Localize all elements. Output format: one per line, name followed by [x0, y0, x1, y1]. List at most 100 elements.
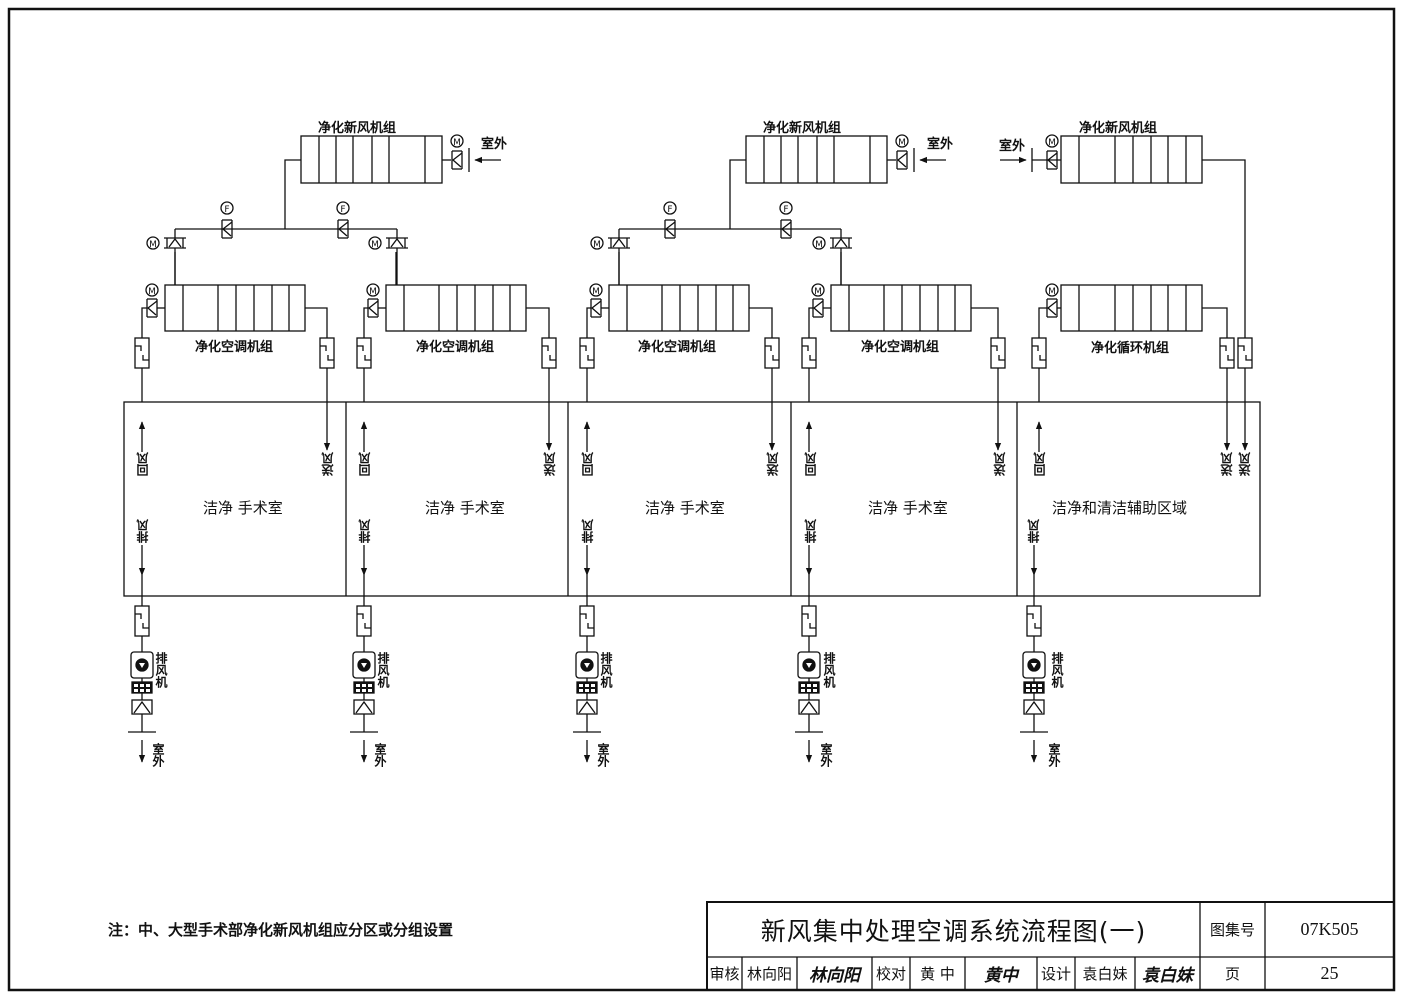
check-label: 校对 — [875, 965, 906, 983]
exhaust-fan-label: 排风机 — [599, 652, 613, 688]
flow-damper-icon — [664, 219, 676, 239]
svg-text:M: M — [592, 287, 600, 297]
exhaust-filter-icon — [1026, 605, 1042, 637]
exhaust-fan-icon — [797, 651, 821, 679]
review-label: 审核 — [709, 965, 740, 983]
duct-line — [729, 159, 746, 229]
exhaust-fan-icon — [575, 651, 599, 679]
motor-actuator-icon: M — [146, 236, 160, 250]
motor-actuator-icon: M — [589, 283, 603, 297]
svg-text:M: M — [148, 287, 156, 297]
duct-line — [284, 159, 301, 229]
duct-line — [1038, 307, 1047, 338]
ahu-unit — [608, 284, 750, 332]
motor-actuator-icon: M — [368, 236, 382, 250]
ahu-unit — [385, 284, 527, 332]
supply-air-label: 送风 — [993, 452, 1007, 476]
exhaust-air-label: 排风 — [358, 519, 372, 543]
ahu-label: 净化空调机组 — [861, 340, 940, 355]
return-damper-icon — [367, 298, 379, 318]
svg-text:M: M — [1048, 287, 1056, 297]
exhaust-fan-label: 排风机 — [154, 652, 168, 688]
duct-line — [749, 307, 773, 338]
duct-line — [363, 307, 368, 338]
recirculation-unit — [1060, 284, 1203, 332]
fresh-air-unit-label: 净化新风机组 — [318, 121, 397, 136]
room-label: 洁净 手术室 — [425, 499, 505, 517]
svg-text:F: F — [340, 205, 345, 215]
supply-filter-icon — [541, 337, 557, 369]
drawing-frame — [7, 7, 1396, 992]
return-filter-icon — [356, 337, 372, 369]
svg-text:M: M — [814, 287, 822, 297]
outdoor-exhaust-label: 室外 — [151, 743, 165, 767]
svg-text:M: M — [593, 240, 601, 250]
outdoor-label: 室外 — [999, 139, 1026, 154]
intake-damper-icon — [1046, 150, 1058, 170]
recirc-unit-label: 净化循环机组 — [1091, 341, 1170, 356]
supply-filter-icon — [1237, 337, 1253, 369]
exhaust-chain — [797, 651, 821, 715]
designer-signature: 袁白妹 — [1142, 966, 1193, 986]
exhaust-fan-label: 排风机 — [376, 652, 390, 688]
check-damper-icon — [353, 699, 375, 715]
room-label: 洁净和清洁辅助区域 — [1052, 499, 1188, 517]
exhaust-chain — [1022, 651, 1046, 715]
svg-text:M: M — [453, 138, 461, 148]
supply-filter-icon — [764, 337, 780, 369]
designer-name: 袁白妹 — [1082, 965, 1128, 983]
silencer-icon — [576, 681, 598, 694]
outdoor-label: 室外 — [927, 137, 954, 152]
return-filter-icon — [579, 337, 595, 369]
flow-actuator-icon: F — [336, 201, 350, 215]
motor-actuator-icon: M — [1045, 134, 1059, 148]
design-note: 注：中、大型手术部净化新风机组应分区或分组设置 — [108, 921, 454, 939]
exhaust-air-label: 排风 — [136, 519, 150, 543]
fresh-air-unit — [1060, 135, 1203, 184]
ahu-unit — [830, 284, 972, 332]
return-air-label: 回风 — [1033, 452, 1047, 476]
check-damper-icon — [576, 699, 598, 715]
motor-actuator-icon: M — [812, 236, 826, 250]
branch-damper-icon — [830, 237, 852, 249]
intake-damper-icon — [896, 150, 908, 170]
page-label: 页 — [1224, 965, 1240, 983]
flow-damper-icon — [221, 219, 233, 239]
return-air-label: 回风 — [136, 452, 150, 476]
return-air-label: 回风 — [581, 452, 595, 476]
motor-actuator-icon: M — [1045, 283, 1059, 297]
ahu-label: 净化空调机组 — [416, 340, 495, 355]
check-damper-icon — [798, 699, 820, 715]
silencer-icon — [1023, 681, 1045, 694]
reviewer-signature: 林向阳 — [809, 966, 860, 986]
svg-text:M: M — [815, 240, 823, 250]
svg-text:M: M — [369, 287, 377, 297]
silencer-icon — [353, 681, 375, 694]
svg-text:M: M — [898, 138, 906, 148]
rooms-outline — [123, 401, 1261, 597]
exhaust-chain — [575, 651, 599, 715]
duct-line — [305, 307, 328, 338]
motor-actuator-icon: M — [450, 134, 464, 148]
duct-line — [808, 307, 813, 338]
branch-damper-icon — [386, 237, 408, 249]
branch-damper-icon — [164, 237, 186, 249]
room-label: 洁净 手术室 — [868, 499, 948, 517]
supply-air-label: 送风 — [543, 452, 557, 476]
outdoor-label: 室外 — [481, 137, 508, 152]
duct-line — [1202, 307, 1228, 338]
atlas-label: 图集号 — [1209, 921, 1255, 939]
exhaust-air-label: 排风 — [1027, 519, 1041, 543]
exhaust-chain — [352, 651, 376, 715]
page-number: 25 — [1320, 963, 1339, 983]
duct-line — [971, 307, 999, 338]
exhaust-fan-label: 排风机 — [822, 652, 836, 688]
reviewer-name: 林向阳 — [746, 965, 792, 983]
fresh-air-unit — [745, 135, 888, 184]
supply-filter-icon — [1219, 337, 1235, 369]
fresh-air-unit-label: 净化新风机组 — [763, 121, 842, 136]
outdoor-exhaust-label: 室外 — [1047, 743, 1061, 767]
supply-air-label: 送风 — [766, 452, 780, 476]
intake-damper-icon — [451, 150, 463, 170]
